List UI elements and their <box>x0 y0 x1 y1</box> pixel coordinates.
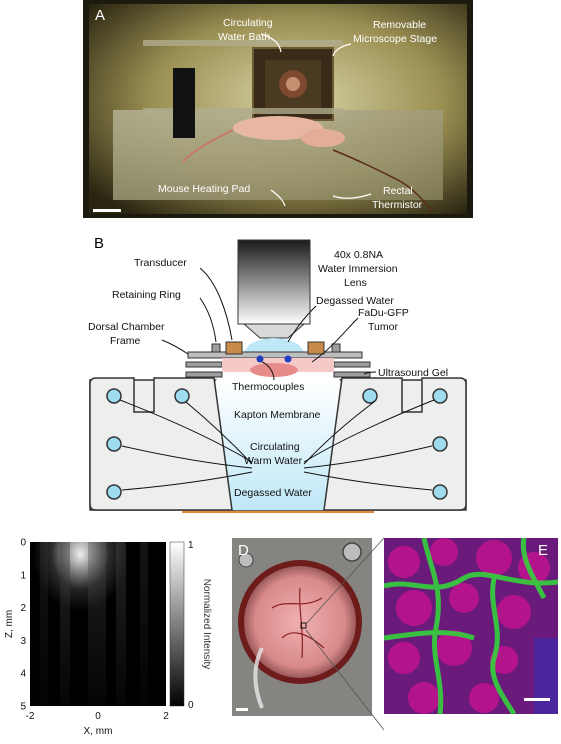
degassed-top-label: Degassed Water <box>316 295 394 307</box>
tumor <box>250 363 298 377</box>
retaining-ring <box>211 343 221 353</box>
label-bath-2: Water Bath <box>218 31 270 43</box>
label-pad: Mouse Heating Pad <box>158 183 250 195</box>
lens-label-3: Lens <box>344 277 367 289</box>
lens-label-2: Water Immersion <box>318 263 398 275</box>
panel-e-image <box>384 538 558 714</box>
degassed-bottom-label: Degassed Water <box>234 487 312 499</box>
panel-d: D <box>232 538 372 716</box>
x-tick-label: 2 <box>163 711 169 722</box>
panel-d-photo <box>232 538 372 716</box>
panel-a: Circulating Water Bath Removable Microsc… <box>83 0 473 218</box>
dorsal-label-2: Frame <box>110 335 140 347</box>
label-bath-1: Circulating <box>223 17 273 29</box>
x-axis-label: X, mm <box>84 726 113 737</box>
colorbar-label: Normalized Intensity <box>201 579 212 670</box>
heatmap <box>30 542 166 706</box>
water-ports <box>106 388 448 500</box>
y-tick-label: 4 <box>20 669 26 680</box>
panel-c: C Z, mm X, mm 0 1 2 3 4 5 -2 0 2 1 0 Normalized… <box>4 534 226 744</box>
colorbar-tick-max: 1 <box>188 540 194 551</box>
dorsal-chamber-frame <box>187 351 363 359</box>
y-tick-label: 5 <box>20 702 26 713</box>
x-tick-label: 0 <box>95 711 101 722</box>
transducer-left <box>225 341 243 355</box>
kapton-label: Kapton Membrane <box>234 409 321 421</box>
objective-lens <box>237 239 311 339</box>
zoom-connectors <box>305 537 385 731</box>
thermocouples-label: Thermocouples <box>232 381 304 393</box>
label-rectal-2: Thermistor <box>372 199 423 211</box>
right-block <box>323 377 467 511</box>
thermocouple-left <box>256 355 264 363</box>
y-tick-label: 2 <box>20 603 26 614</box>
warm-label-1: Circulating <box>250 441 300 453</box>
tumor-label-2: Tumor <box>368 321 398 333</box>
y-tick-label: 3 <box>20 636 26 647</box>
y-tick-label: 0 <box>20 538 26 549</box>
retaining-ring-label: Retaining Ring <box>112 289 181 301</box>
port-arrows <box>119 399 435 491</box>
panel-c-label: C <box>10 541 21 558</box>
label-rectal-1: Rectal <box>383 185 413 197</box>
y-tick-label: 1 <box>20 570 26 581</box>
panel-a-label: A <box>95 7 106 24</box>
gel-label: Ultrasound Gel <box>378 367 448 379</box>
colorbar <box>169 541 185 707</box>
y-axis-label: Z, mm <box>4 610 15 638</box>
thermocouple-right <box>284 355 292 363</box>
panel-c-chart: C Z, mm X, mm 0 1 2 3 4 5 -2 0 2 1 0 Normalized… <box>4 538 212 738</box>
degassed-water-bottom <box>182 380 372 510</box>
panel-e: E <box>384 538 558 714</box>
scale-bar-e <box>524 698 550 701</box>
x-tick-label: -2 <box>26 711 35 722</box>
warm-label-2: Warm Water <box>244 455 303 467</box>
panel-d-label: D <box>238 542 249 559</box>
zoom-region-marker <box>300 622 307 629</box>
tumor-label-1: FaDu-GFP <box>358 307 409 319</box>
panel-b-schematic: B <box>88 235 467 513</box>
panel-a-photo: Circulating Water Bath Removable Microsc… <box>83 0 473 218</box>
lens-label-1: 40x 0.8NA <box>334 249 383 261</box>
colorbar-tick-min: 0 <box>188 700 194 711</box>
panel-b-label: B <box>94 235 104 252</box>
label-stage-2: Microscope Stage <box>353 33 437 45</box>
panel-b: B <box>82 232 474 522</box>
transducer-label: Transducer <box>134 257 187 269</box>
scale-bar <box>93 209 121 212</box>
panel-e-label: E <box>538 542 549 559</box>
label-stage-1: Removable <box>373 19 426 31</box>
scale-bar-d <box>236 708 248 711</box>
transducer-right <box>307 341 325 355</box>
dorsal-label-1: Dorsal Chamber <box>88 321 165 333</box>
